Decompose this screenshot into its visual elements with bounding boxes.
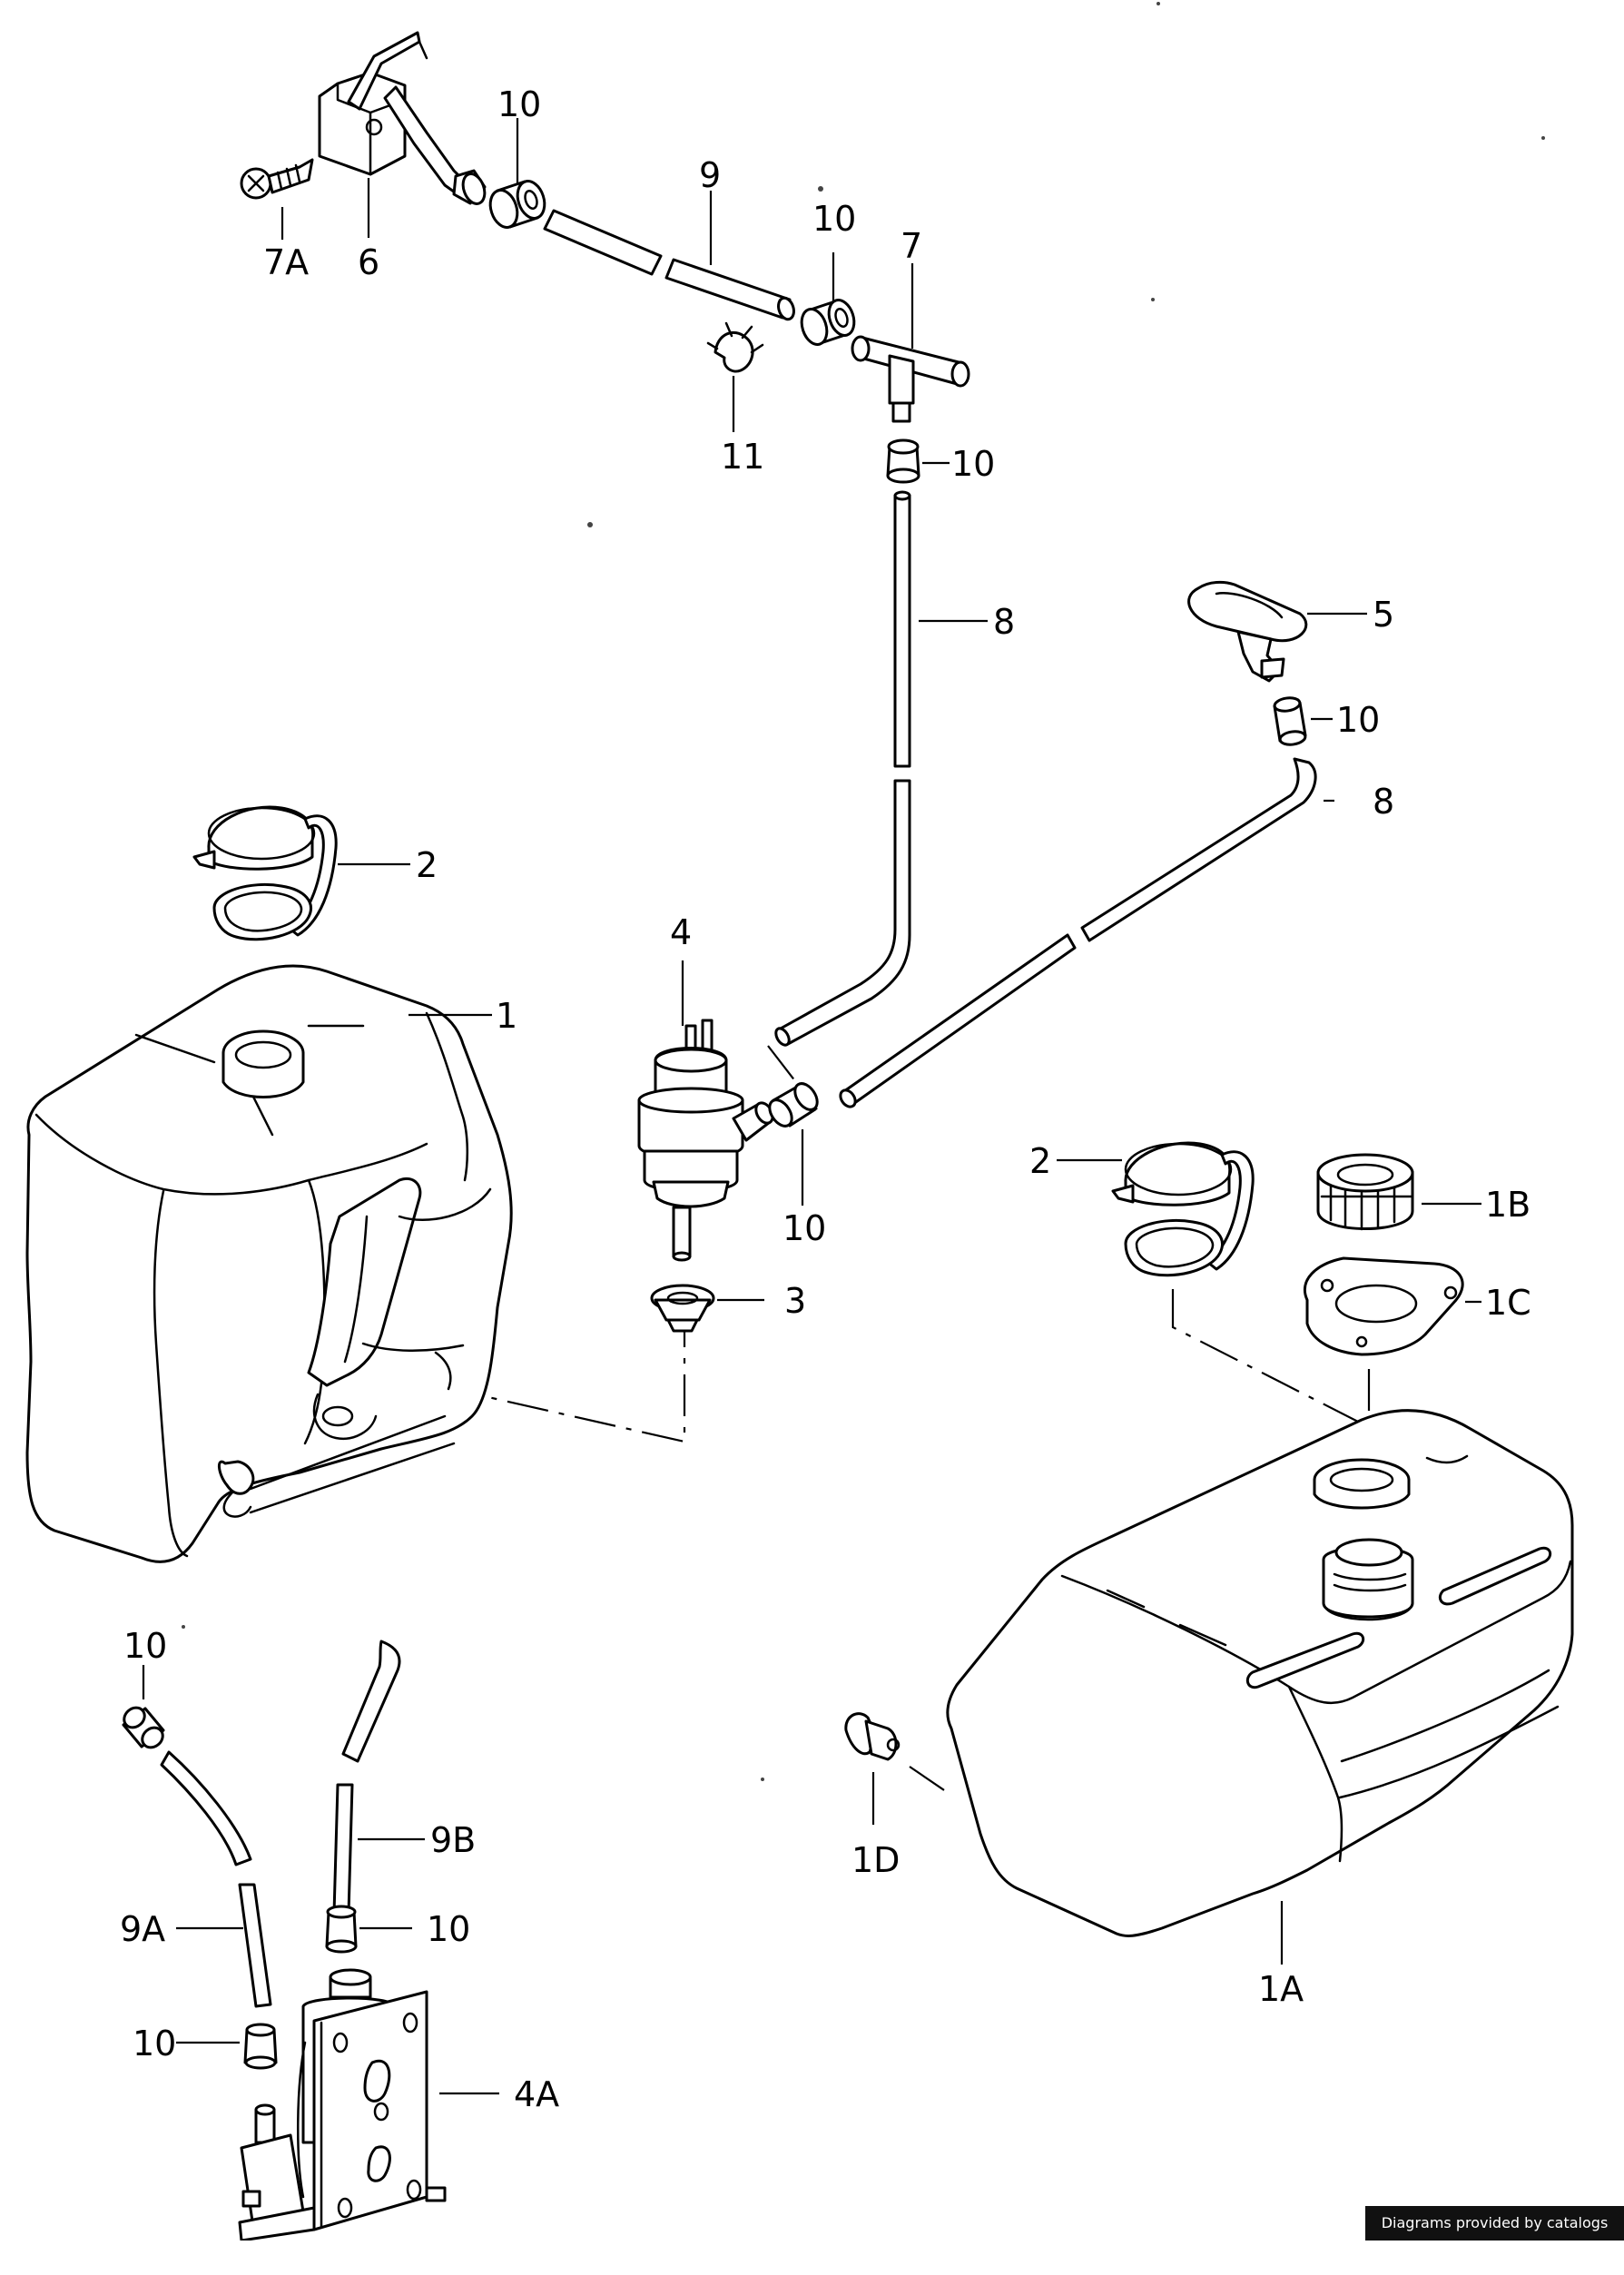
cap-part-2-left xyxy=(192,805,338,941)
gasket-plate-part-1c xyxy=(1303,1256,1464,1356)
label-10-h: 10 xyxy=(133,2024,176,2063)
label-6: 6 xyxy=(358,242,379,282)
label-3: 3 xyxy=(784,1281,806,1321)
part-number-labels: 10 9 10 7 7A 6 11 10 8 5 10 8 2 4 1 2 1B… xyxy=(120,84,1531,2114)
label-1b: 1B xyxy=(1485,1185,1530,1225)
sleeve-part-10-c xyxy=(886,438,920,484)
label-7a: 7A xyxy=(263,242,309,282)
tank-part-1 xyxy=(25,964,513,1563)
cap-part-2-right xyxy=(1111,1141,1255,1277)
hose-part-8-vertical xyxy=(774,490,911,1047)
label-2-left: 2 xyxy=(416,845,438,885)
diagram-credit: Diagrams provided by catalogs parts xyxy=(1365,2206,1624,2266)
washer-jet-part-5 xyxy=(1187,580,1308,683)
sleeve-part-10-d xyxy=(1273,696,1307,746)
label-7: 7 xyxy=(901,226,922,266)
label-4: 4 xyxy=(670,912,692,952)
label-10-d: 10 xyxy=(1336,700,1380,740)
label-5: 5 xyxy=(1373,595,1394,635)
sleeve-part-10-b xyxy=(800,299,856,346)
bracket-part-6 xyxy=(318,31,487,205)
sleeve-part-10-e xyxy=(768,1082,819,1128)
label-9a: 9A xyxy=(120,1909,165,1949)
label-1a: 1A xyxy=(1258,1969,1304,2009)
sleeve-part-10-a xyxy=(488,180,546,229)
hose-part-9 xyxy=(543,209,795,321)
t-connector-part-7 xyxy=(851,335,970,423)
label-4a: 4A xyxy=(514,2074,559,2114)
label-10-c: 10 xyxy=(951,444,995,484)
label-8-vertical: 8 xyxy=(993,602,1015,642)
label-9: 9 xyxy=(699,155,721,195)
leader-lines xyxy=(142,118,1481,2095)
tank-part-1a xyxy=(946,1409,1574,1937)
pump-part-4 xyxy=(637,1019,774,1262)
label-9b: 9B xyxy=(430,1820,476,1860)
plug-part-1d xyxy=(844,1712,901,1761)
sleeve-part-10-f xyxy=(122,1706,165,1749)
hose-part-9b xyxy=(332,1640,401,1916)
grommet-part-3 xyxy=(650,1284,715,1333)
label-10-a: 10 xyxy=(497,84,541,124)
label-11: 11 xyxy=(721,437,764,477)
label-2-right: 2 xyxy=(1029,1141,1051,1181)
hose-part-9a xyxy=(160,1750,272,2008)
label-1: 1 xyxy=(496,996,517,1036)
label-10-e: 10 xyxy=(782,1208,826,1248)
hose-part-8-diagonal xyxy=(839,757,1317,1108)
label-10-g: 10 xyxy=(427,1909,470,1949)
clip-part-11 xyxy=(706,321,764,373)
sleeve-part-10-g xyxy=(325,1905,358,1954)
screw-part-7a xyxy=(240,158,314,200)
label-10-f: 10 xyxy=(123,1626,167,1666)
label-10-b: 10 xyxy=(812,199,856,239)
threaded-cap-part-1b xyxy=(1316,1153,1414,1231)
label-8-right: 8 xyxy=(1373,782,1394,822)
pump-part-4a xyxy=(238,1968,447,2241)
label-1d: 1D xyxy=(851,1840,900,1880)
label-1c: 1C xyxy=(1485,1283,1531,1323)
speck-dots xyxy=(182,2,1545,1781)
sleeve-part-10-h xyxy=(243,2023,278,2070)
